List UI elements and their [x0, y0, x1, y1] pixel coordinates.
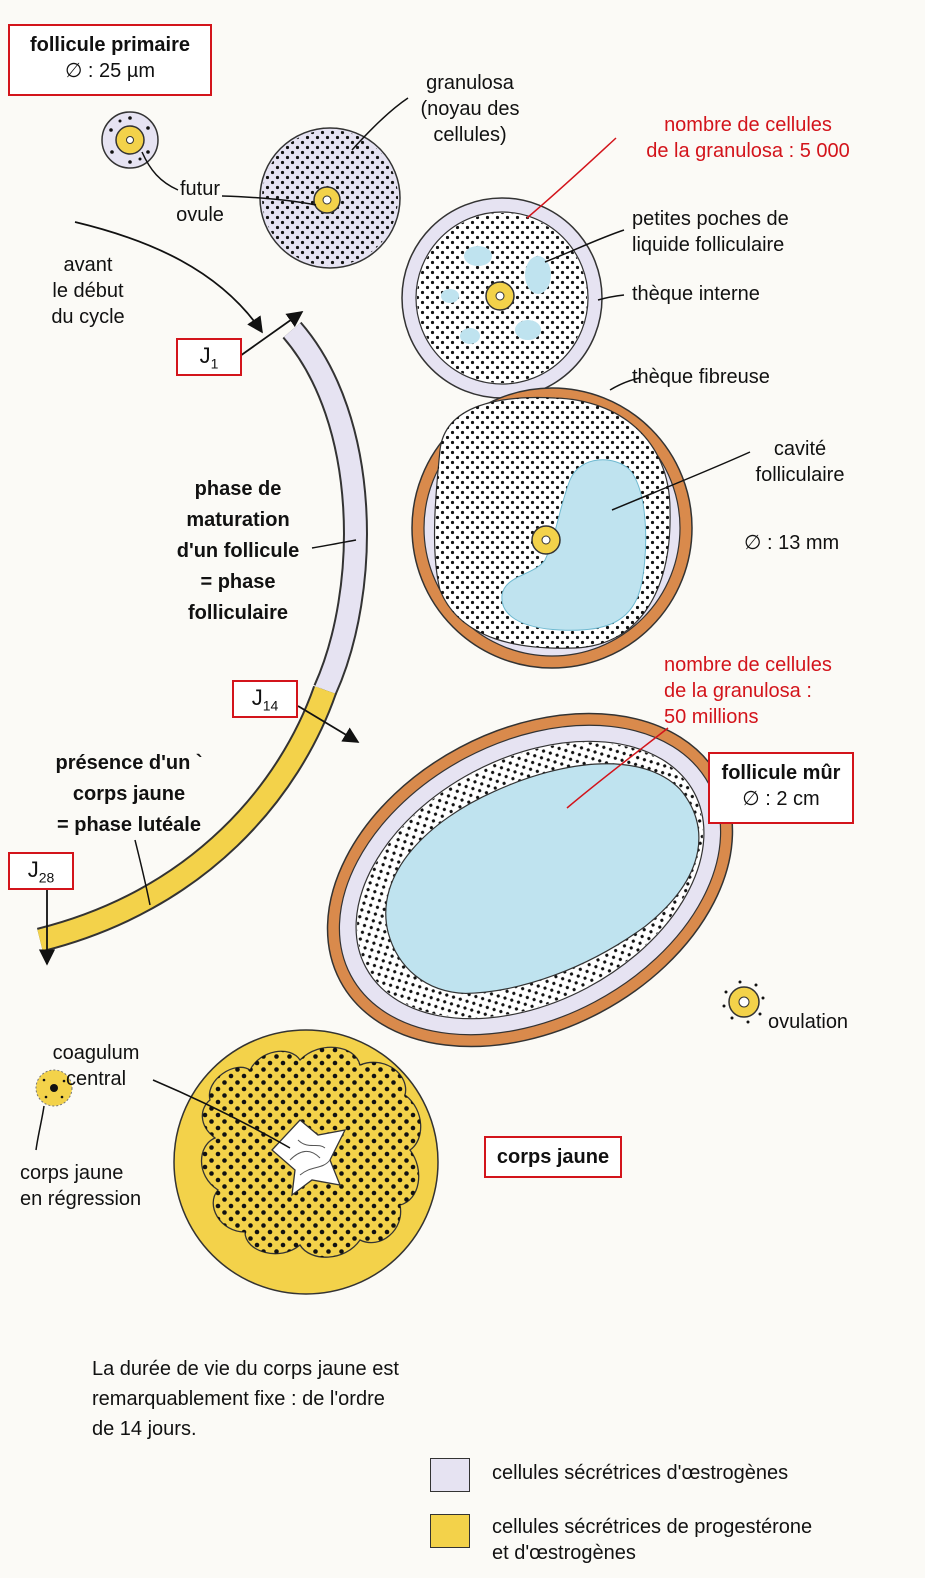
mature-follicle-box: follicule mûr ∅ : 2 cm [708, 752, 854, 824]
antral-follicle [412, 388, 692, 668]
cells-50m-label: nombre de cellules de la granulosa : 50 … [664, 652, 904, 730]
corps-jaune-title: corps jaune [486, 1144, 620, 1170]
futur-ovule-label: futur ovule [150, 176, 250, 228]
duree-vie-text: La durée de vie du corps jaune est remar… [92, 1354, 492, 1444]
regression-pointer [36, 1106, 44, 1150]
theque-interne-label: thèque interne [632, 281, 832, 307]
ovulation-label: ovulation [768, 1009, 888, 1035]
cavite-label: cavité folliculaire [740, 436, 860, 488]
phase-folliculaire-label: phase de maturation d'un follicule = pha… [158, 474, 318, 629]
legend-label-progesterone: cellules sécrétrices de progestérone et … [492, 1514, 912, 1566]
coagulum-label: coagulum central [36, 1040, 156, 1092]
day-j1-label: J [200, 343, 211, 368]
secondary-follicle [402, 198, 602, 398]
theque-fibreuse-label: thèque fibreuse [632, 364, 832, 390]
day-j1-box: J1 [176, 338, 242, 376]
phase-luteale-label: présence d'un ` corps jaune = phase luté… [14, 748, 244, 841]
avant-cycle-label: avant le début du cycle [18, 252, 158, 330]
day-j14-sub: 14 [263, 697, 279, 713]
day-j28-box: J28 [8, 852, 74, 890]
mature-follicle-title: follicule mûr [710, 760, 852, 786]
day-j28-sub: 28 [39, 869, 55, 885]
primary-follicle [102, 112, 158, 168]
mature-follicle-size: ∅ : 2 cm [710, 786, 852, 812]
petites-poches-label: petites poches de liquide folliculaire [632, 206, 872, 258]
corps-jaune-illustration [174, 1030, 438, 1294]
primary-follicle-size: ∅ : 25 µm [10, 58, 210, 84]
primary-follicle-title: follicule primaire [10, 32, 210, 58]
corps-jaune-regression-label: corps jaune en régression [20, 1160, 180, 1212]
cells-5000-label: nombre de cellules de la granulosa : 5 0… [598, 112, 898, 164]
granulosa-label: granulosa (noyau des cellules) [390, 70, 550, 148]
day-j14-label: J [252, 685, 263, 710]
day-j14-box: J14 [232, 680, 298, 718]
granulosa-follicle [260, 128, 400, 268]
legend-label-estrogen: cellules sécrétrices d'œstrogènes [492, 1460, 912, 1486]
size-13mm-label: ∅ : 13 mm [744, 530, 874, 556]
corps-jaune-box: corps jaune [484, 1136, 622, 1178]
legend-swatch-progesterone [430, 1514, 470, 1548]
legend-swatch-estrogen [430, 1458, 470, 1492]
cycle-arc [40, 330, 355, 940]
day-j28-label: J [28, 857, 39, 882]
day-j1-sub: 1 [211, 355, 219, 371]
ovulation-egg [723, 981, 765, 1024]
primary-follicle-box: follicule primaire ∅ : 25 µm [8, 24, 212, 96]
